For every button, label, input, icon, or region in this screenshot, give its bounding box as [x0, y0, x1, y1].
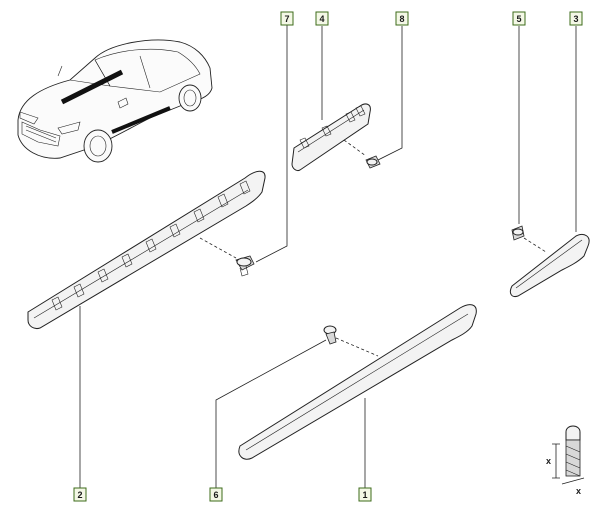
- part-7-clip: [235, 255, 255, 277]
- part-6-screw: [323, 325, 337, 345]
- svg-text:7: 7: [285, 14, 290, 24]
- callout-6[interactable]: 6: [209, 487, 223, 502]
- part-4-bracket: [291, 103, 371, 171]
- car-illustration: [17, 39, 213, 163]
- svg-text:8: 8: [400, 14, 405, 24]
- callout-8[interactable]: 8: [395, 11, 409, 26]
- callout-2[interactable]: 2: [73, 487, 87, 502]
- dimension-legend: x x: [546, 425, 585, 496]
- callout-5[interactable]: 5: [512, 11, 526, 26]
- part-2-side-molding: [27, 170, 266, 329]
- svg-text:3: 3: [574, 14, 579, 24]
- callout-4[interactable]: 4: [315, 11, 329, 26]
- part-8-nut: [365, 155, 381, 169]
- dimension-x-label-2: x: [576, 486, 581, 496]
- part-1-lower-molding: [238, 304, 477, 460]
- part-5-clip: [511, 225, 525, 241]
- svg-text:4: 4: [320, 14, 325, 24]
- svg-text:1: 1: [363, 490, 368, 500]
- callout-7[interactable]: 7: [280, 11, 294, 26]
- part-3-rear-molding: [509, 233, 590, 297]
- svg-text:5: 5: [517, 14, 522, 24]
- callout-3[interactable]: 3: [569, 11, 583, 26]
- svg-text:2: 2: [78, 490, 83, 500]
- callout-1[interactable]: 1: [358, 487, 372, 502]
- svg-text:6: 6: [214, 490, 219, 500]
- dimension-x-label: x: [546, 456, 551, 466]
